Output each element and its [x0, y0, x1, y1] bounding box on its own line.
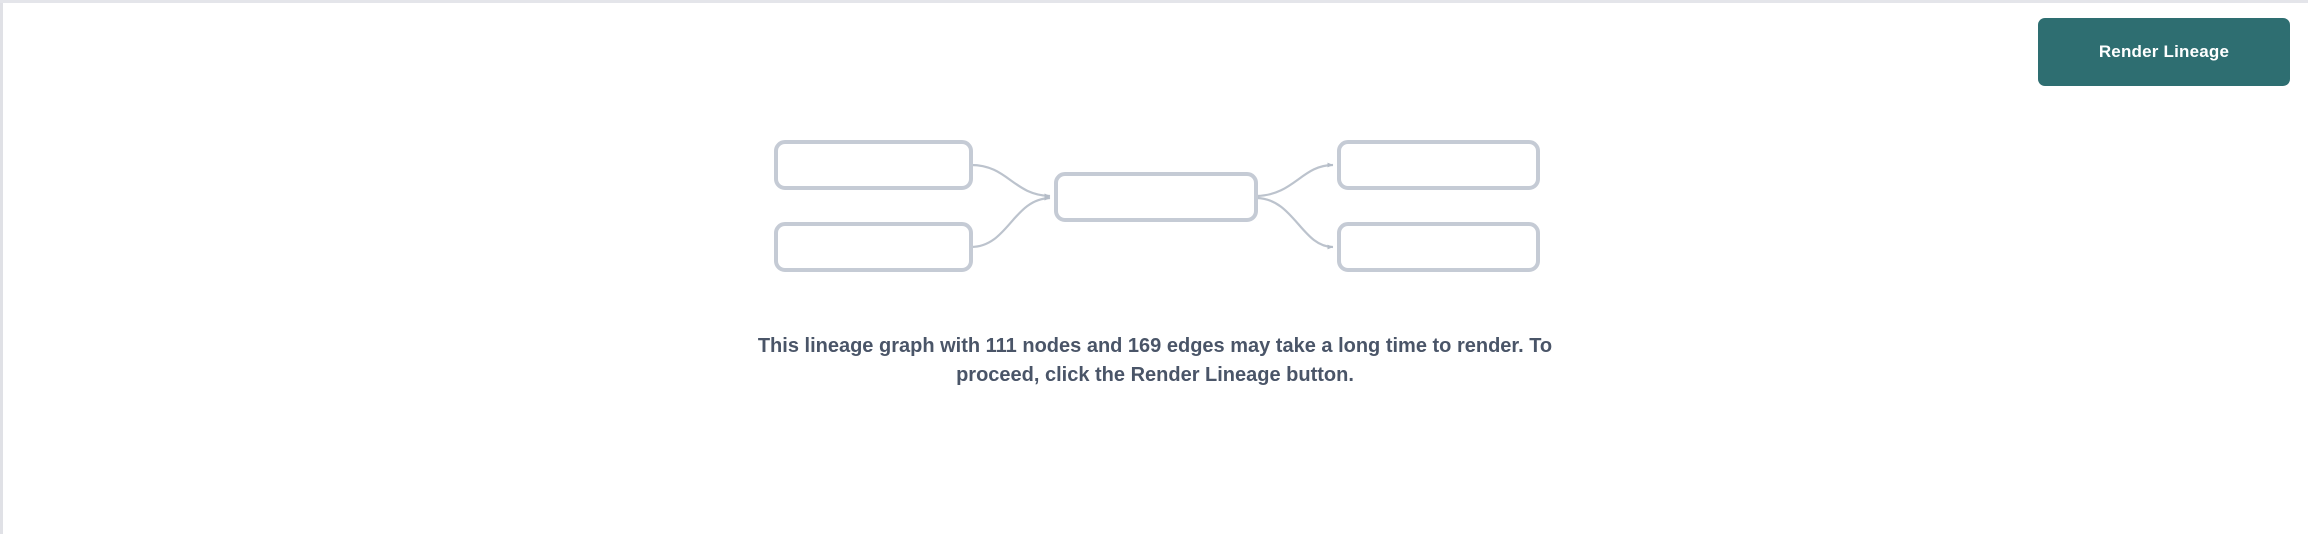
edge-focus-to-downstream-1 — [1256, 162, 1334, 198]
lineage-node-downstream-1[interactable] — [1337, 140, 1540, 190]
lineage-graph-placeholder — [760, 125, 1560, 285]
panel-top-divider — [0, 0, 2308, 3]
render-lineage-button[interactable]: Render Lineage — [2038, 18, 2290, 86]
lineage-node-focus[interactable] — [1054, 172, 1258, 222]
lineage-node-downstream-2[interactable] — [1337, 222, 1540, 272]
lineage-node-upstream-2[interactable] — [774, 222, 973, 272]
edge-upstream-1-to-focus — [970, 163, 1051, 199]
lineage-node-upstream-1[interactable] — [774, 140, 973, 190]
lineage-render-warning-text: This lineage graph with 111 nodes and 16… — [757, 335, 1553, 386]
edge-focus-to-downstream-2 — [1256, 196, 1334, 250]
panel-left-divider — [0, 3, 3, 534]
lineage-graph-illustration — [774, 140, 1540, 272]
edge-upstream-2-to-focus — [970, 195, 1051, 249]
